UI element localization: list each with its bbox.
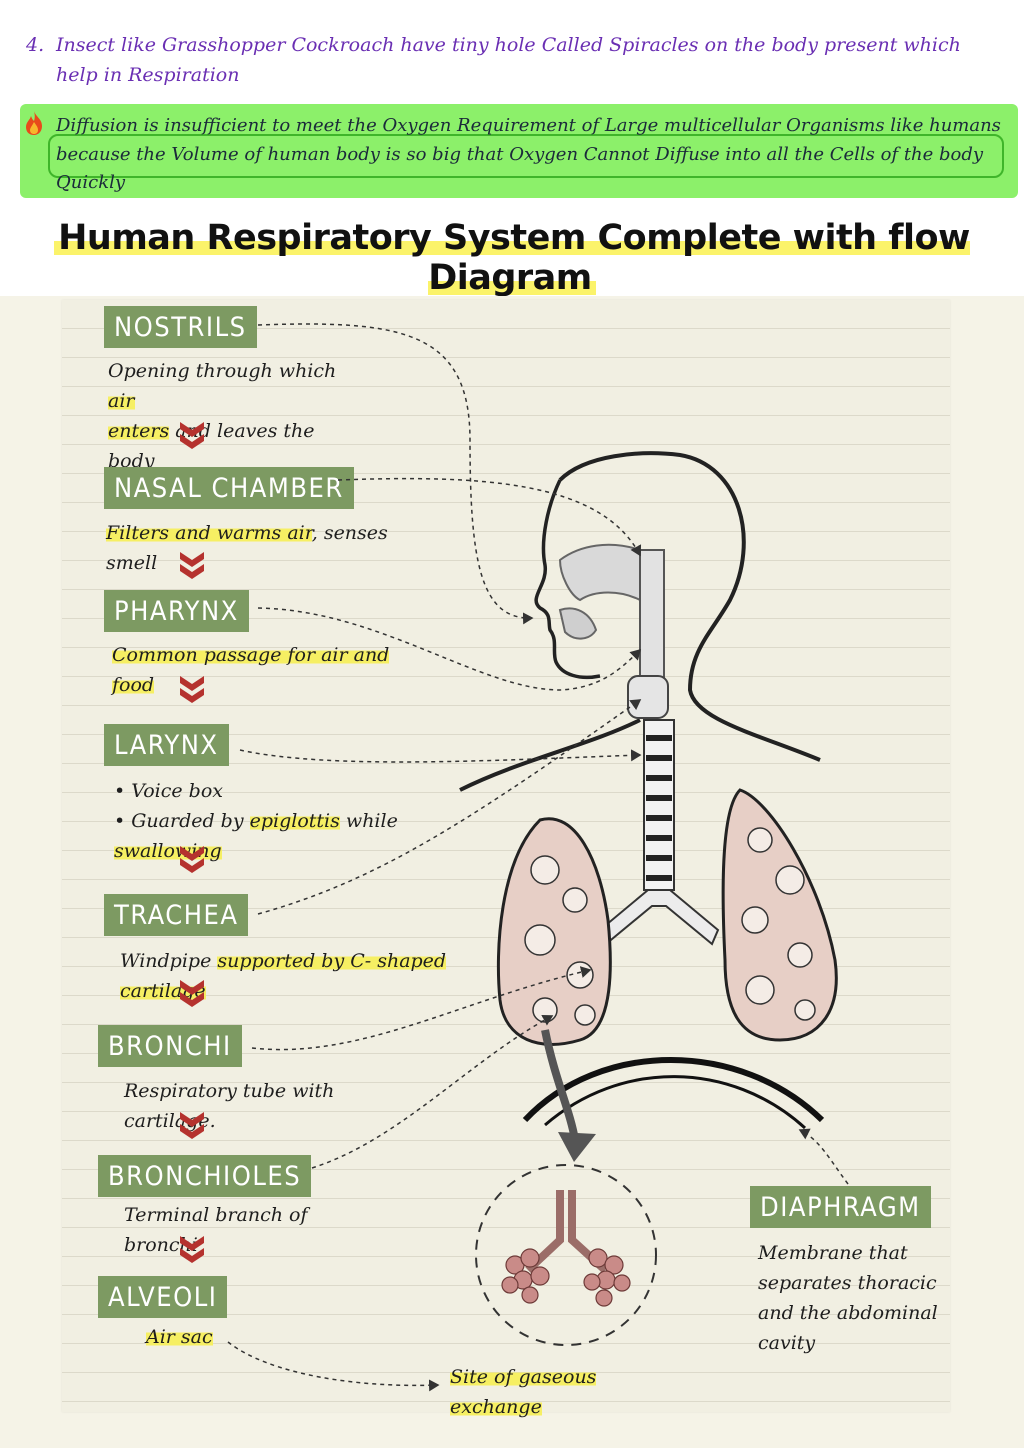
zoom-arrow-head bbox=[558, 1132, 596, 1162]
desc-diaphragm: Membrane that separates thoracic and the… bbox=[758, 1242, 938, 1354]
fire-icon bbox=[26, 111, 42, 135]
alveoli-zoom-circle bbox=[475, 1164, 657, 1346]
label-alveoli: ALVEOLI bbox=[98, 1276, 228, 1318]
label-pharynx: PHARYNX bbox=[104, 590, 249, 632]
note-item-4: 4. Insect like Grasshopper Cockroach hav… bbox=[26, 30, 1006, 90]
label-bronchi: BRONCHI bbox=[98, 1025, 242, 1067]
desc-alveoli-text: Air sac bbox=[146, 1326, 213, 1348]
larynx bbox=[627, 675, 669, 719]
label-bronchioles: BRONCHIOLES bbox=[98, 1155, 312, 1197]
label-larynx: LARYNX bbox=[104, 724, 229, 766]
face-profile bbox=[534, 479, 601, 680]
desc-bronchioles: Terminal branch of bronchi bbox=[124, 1204, 308, 1256]
flow-chevrons bbox=[180, 422, 204, 1263]
diffusion-highlight-outline bbox=[48, 134, 1004, 178]
mouth-cavity bbox=[558, 607, 598, 640]
note-item-number: 4. bbox=[26, 34, 45, 56]
lung-right bbox=[721, 788, 838, 1042]
shoulder-left bbox=[459, 718, 641, 792]
zoom-arrow bbox=[541, 1029, 579, 1141]
diffusion-note: Diffusion is insufficient to meet the Ox… bbox=[56, 115, 1001, 193]
desc-alveoli: Air sac bbox=[146, 1322, 226, 1352]
pharynx-tube bbox=[639, 549, 665, 681]
label-nostrils: NOSTRILS bbox=[104, 306, 257, 348]
trachea-rings bbox=[646, 735, 672, 881]
diffusion-highlight-box bbox=[20, 104, 1018, 198]
gas-exchange-caption: Site of gaseous exchange bbox=[450, 1362, 690, 1422]
trachea-tube bbox=[643, 719, 675, 891]
diaphragm-curve-inner bbox=[544, 1075, 807, 1130]
bronchi bbox=[598, 889, 720, 946]
desc-pharynx: Common passage for air and food bbox=[112, 644, 390, 696]
label-nasal-chamber: NASAL CHAMBER bbox=[104, 467, 354, 509]
page-title: Human Respiratory System Complete with f… bbox=[0, 218, 1024, 298]
nasal-cavity bbox=[558, 543, 641, 602]
alveoli-clusters bbox=[501, 1248, 631, 1307]
label-diaphragm: DIAPHRAGM bbox=[750, 1186, 931, 1228]
note-item-text: Insect like Grasshopper Cockroach have t… bbox=[56, 34, 961, 86]
connector-lines bbox=[227, 323, 849, 1392]
label-trachea: TRACHEA bbox=[104, 894, 249, 936]
head-outline bbox=[558, 451, 821, 762]
desc-nasal-chamber: Filters and warms air, senses smell bbox=[106, 522, 388, 574]
